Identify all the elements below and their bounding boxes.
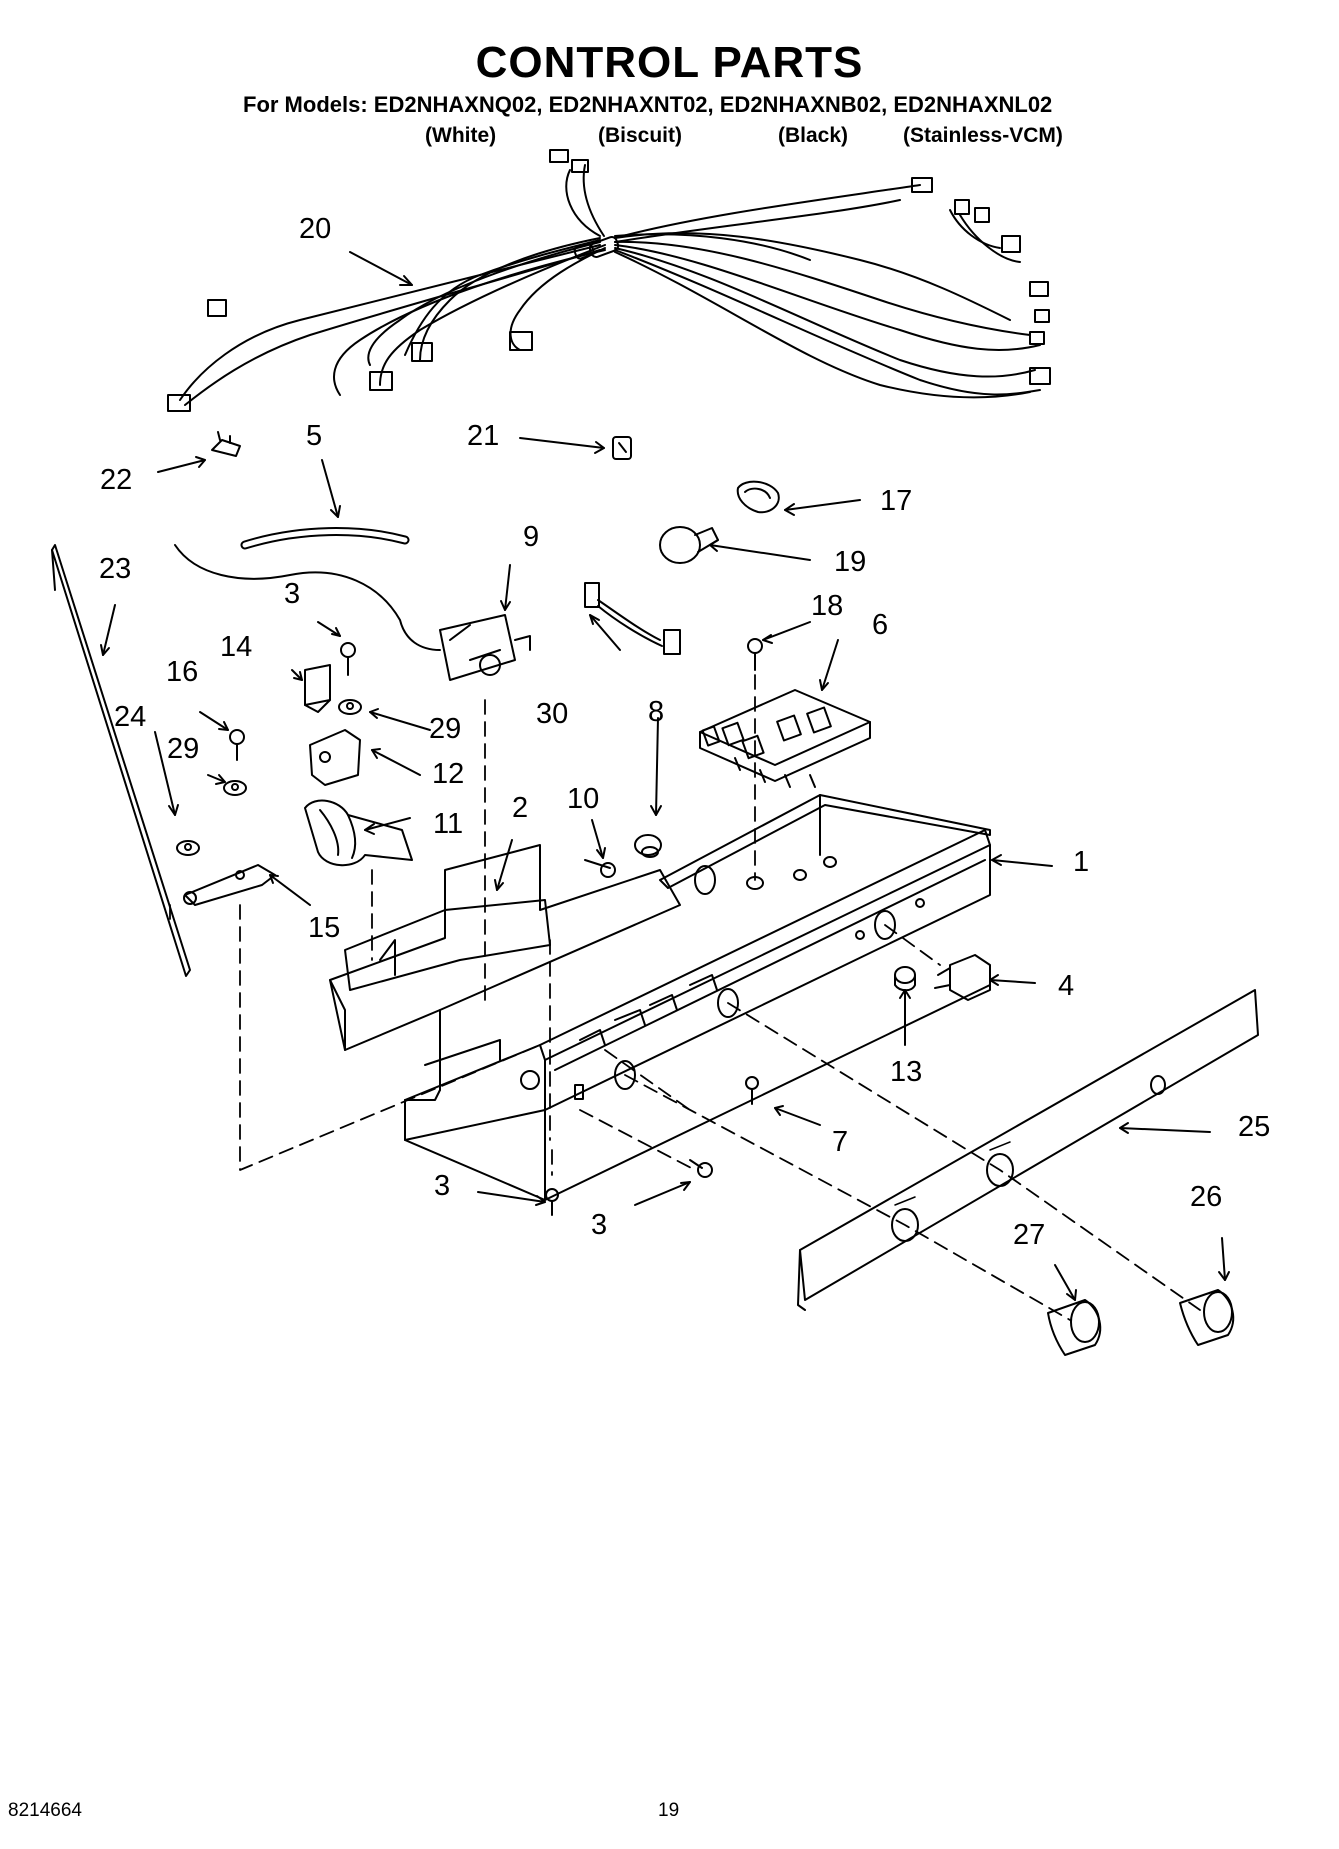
callout-29-left: 29: [167, 733, 200, 765]
callout-5: 5: [306, 420, 323, 452]
actuator-assembly: [51, 544, 413, 977]
callout-18: 18: [811, 590, 844, 622]
callout-17: 17: [880, 485, 913, 517]
callout-19: 19: [834, 546, 867, 578]
callout-3-top: 3: [284, 578, 301, 610]
callout-10: 10: [567, 783, 600, 815]
variant-stainless: (Stainless-VCM): [903, 124, 1063, 147]
page-title: CONTROL PARTS: [475, 38, 864, 87]
bottom-screws: [545, 1159, 713, 1216]
callout-27: 27: [1013, 1219, 1046, 1251]
callout-7: 7: [832, 1126, 849, 1158]
callout-9: 9: [523, 521, 540, 553]
callout-30: 30: [536, 698, 569, 730]
callout-8: 8: [648, 696, 665, 728]
callout-16: 16: [166, 656, 199, 688]
wire-harness: [167, 149, 1051, 412]
callout-24: 24: [114, 701, 147, 733]
callout-14: 14: [220, 631, 253, 663]
variant-white: (White): [425, 124, 497, 147]
callout-15: 15: [308, 912, 341, 944]
front-panel: [797, 989, 1259, 1356]
callout-3-bottom-right: 3: [591, 1209, 608, 1241]
callout-26: 26: [1190, 1181, 1223, 1213]
control-housing: [329, 638, 991, 1201]
callout-22: 22: [100, 464, 133, 496]
callout-2: 2: [512, 792, 529, 824]
callout-29-right: 29: [429, 713, 462, 745]
models-line: For Models: ED2NHAXNQ02, ED2NHAXNT02, ED…: [243, 92, 1053, 117]
callout-23: 23: [99, 553, 132, 585]
callout-20: 20: [299, 213, 332, 245]
callout-6: 6: [872, 609, 889, 641]
callout-13: 13: [890, 1056, 923, 1088]
page-number: 19: [658, 1800, 680, 1821]
callout-12: 12: [432, 758, 465, 790]
callout-4: 4: [1058, 970, 1075, 1002]
variant-biscuit: (Biscuit): [598, 124, 682, 147]
variant-black: (Black): [778, 124, 849, 147]
callout-25: 25: [1238, 1111, 1271, 1143]
callout-11: 11: [433, 808, 464, 840]
callout-3-bottom-left: 3: [434, 1170, 451, 1202]
small-parts: [174, 431, 780, 681]
callout-21: 21: [467, 420, 500, 452]
document-number: 8214664: [8, 1800, 82, 1821]
leader-arrows: [100, 251, 1230, 1301]
dashed-assembly-lines: [169, 674, 1201, 1321]
callout-1: 1: [1073, 846, 1090, 878]
